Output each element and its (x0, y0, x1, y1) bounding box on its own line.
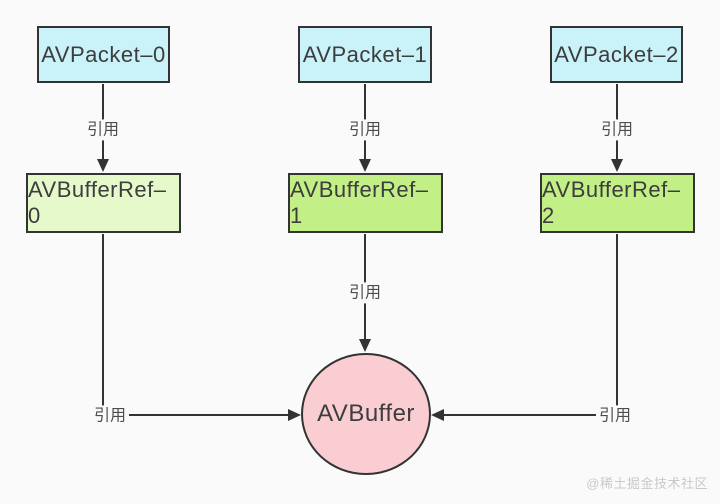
node-avbufferref-0: AVBufferRef–0 (26, 173, 181, 233)
edge-ref1-buffer-arrowhead-icon (359, 339, 371, 352)
node-avbufferref-0-label: AVBufferRef–0 (28, 177, 167, 228)
edge-label-ref2: 引用 (595, 405, 635, 427)
node-avpacket-2: AVPacket–2 (550, 26, 683, 83)
node-avpacket-1: AVPacket–1 (298, 26, 432, 83)
node-avpacket-1-label: AVPacket–1 (302, 41, 428, 67)
node-avbufferref-2: AVBufferRef–2 (540, 173, 695, 233)
edge-ref0-buffer-line (102, 234, 289, 416)
node-avbufferref-2-label: AVBufferRef–2 (542, 177, 681, 228)
edge-label-ref0: 引用 (90, 405, 130, 427)
watermark: @稀土掘金技术社区 (586, 476, 708, 491)
edge-packet0-ref0-arrowhead-icon (97, 159, 109, 172)
node-avbufferref-1-label: AVBufferRef–1 (290, 177, 429, 228)
edge-label-ref1: 引用 (345, 282, 385, 304)
node-avbuffer: AVBuffer (301, 353, 431, 475)
edge-packet1-ref1-arrowhead-icon (359, 159, 371, 172)
edge-ref2-buffer-line (443, 234, 618, 416)
edge-ref2-buffer-arrowhead-icon (431, 409, 444, 421)
node-avbuffer-label: AVBuffer (317, 400, 415, 427)
edge-ref0-buffer-arrowhead-icon (288, 409, 301, 421)
node-avpacket-2-label: AVPacket–2 (554, 41, 679, 67)
node-avpacket-0-label: AVPacket–0 (41, 41, 166, 67)
edge-label-packet0: 引用 (83, 119, 123, 141)
edge-packet2-ref2-arrowhead-icon (611, 159, 623, 172)
node-avpacket-0: AVPacket–0 (37, 26, 170, 83)
node-avbufferref-1: AVBufferRef–1 (288, 173, 443, 233)
edge-label-packet2: 引用 (597, 119, 637, 141)
edge-label-packet1: 引用 (345, 119, 385, 141)
